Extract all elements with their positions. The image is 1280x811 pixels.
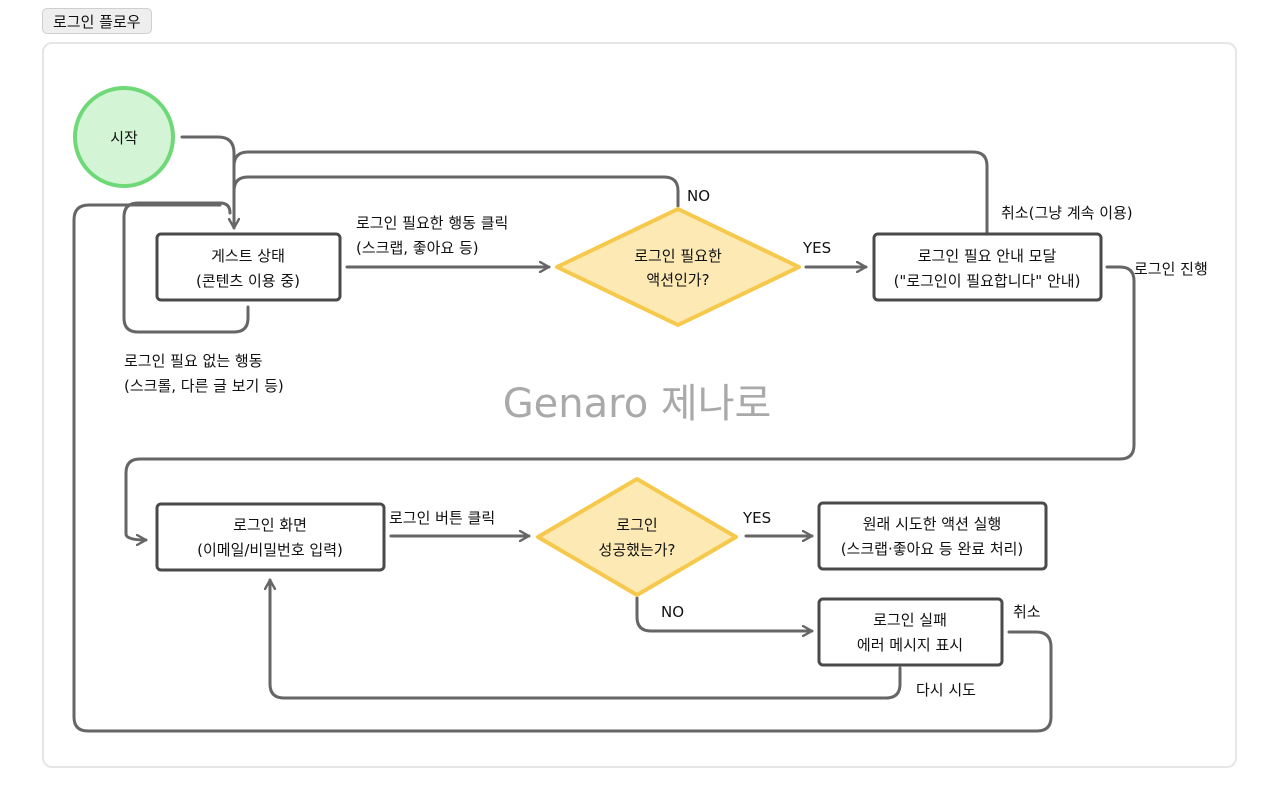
modal-line2: ("로그인이 필요합니다" 안내) [894, 272, 1081, 290]
edge-label-self-loop-line1: 로그인 필요 없는 행동 [124, 352, 263, 370]
edge-label-retry: 다시 시도 [916, 681, 976, 699]
login-fail-line1: 로그인 실패 [873, 611, 947, 629]
edge-modal-cancel [232, 150, 989, 234]
edge-check-no [635, 596, 814, 631]
edge-label-click-line1: 로그인 필요한 행동 클릭 [356, 214, 508, 232]
edge-label-yes2: YES [742, 509, 771, 527]
edge-label-proceed-login: 로그인 진행 [1134, 260, 1208, 278]
original-action-line2: (스크랩·좋아요 등 완료 처리) [841, 540, 1024, 558]
login-ok-line1: 로그인 [616, 516, 657, 534]
edge-label-no2: NO [661, 603, 684, 621]
login-success-decision[interactable]: 로그인 성공했는가? [536, 477, 738, 597]
edge-modal-to-login [124, 265, 1136, 540]
login-fail-line2: 에러 메시지 표시 [857, 636, 963, 654]
edge-label-cancel-fail: 취소 [1013, 603, 1041, 621]
login-screen-node[interactable]: 로그인 화면 (이메일/비밀번호 입력) [155, 502, 386, 572]
guest-line1: 게스트 상태 [211, 247, 285, 265]
start-node[interactable]: 시작 [73, 86, 175, 188]
login-fail-node[interactable]: 로그인 실패 에러 메시지 표시 [817, 597, 1004, 667]
edge-label-click-line2: (스크랩, 좋아요 등) [356, 239, 479, 257]
edge-label-yes1: YES [802, 239, 831, 257]
need-login-line1: 로그인 필요한 [634, 247, 722, 265]
edge-start-to-guest [180, 135, 234, 230]
edge-label-cancel-modal: 취소(그냥 계속 이용) [1001, 204, 1133, 222]
edge-label-no1: NO [687, 187, 710, 205]
need-login-line2: 액션인가? [646, 271, 709, 289]
login-screen-line2: (이메일/비밀번호 입력) [197, 541, 343, 559]
edge-guest-self-loop [122, 201, 250, 334]
edge-decision-no [232, 175, 680, 208]
edge-label-self-loop-line2: (스크롤, 다른 글 보기 등) [124, 377, 284, 395]
edge-label-login-button: 로그인 버튼 클릭 [389, 509, 495, 527]
original-action-node[interactable]: 원래 시도한 액션 실행 (스크랩·좋아요 등 완료 처리) [817, 501, 1048, 571]
guest-line2: (콘텐츠 이용 중) [196, 272, 300, 290]
original-action-line1: 원래 시도한 액션 실행 [863, 515, 1002, 533]
need-login-decision[interactable]: 로그인 필요한 액션인가? [555, 207, 801, 327]
guest-state-node[interactable]: 게스트 상태 (콘텐츠 이용 중) [155, 232, 342, 302]
modal-line1: 로그인 필요 안내 모달 [918, 247, 1057, 265]
login-ok-line2: 성공했는가? [599, 541, 676, 559]
start-label: 시작 [110, 129, 138, 147]
watermark: Genaro 제나로 [503, 381, 772, 427]
edge-fail-cancel [72, 203, 1053, 733]
edge-fail-retry [270, 578, 902, 700]
login-modal-node[interactable]: 로그인 필요 안내 모달 ("로그인이 필요합니다" 안내) [872, 232, 1103, 302]
diagram-canvas [42, 42, 1237, 768]
login-screen-line1: 로그인 화면 [233, 516, 307, 534]
diagram-title-tab[interactable]: 로그인 플로우 [42, 8, 152, 34]
